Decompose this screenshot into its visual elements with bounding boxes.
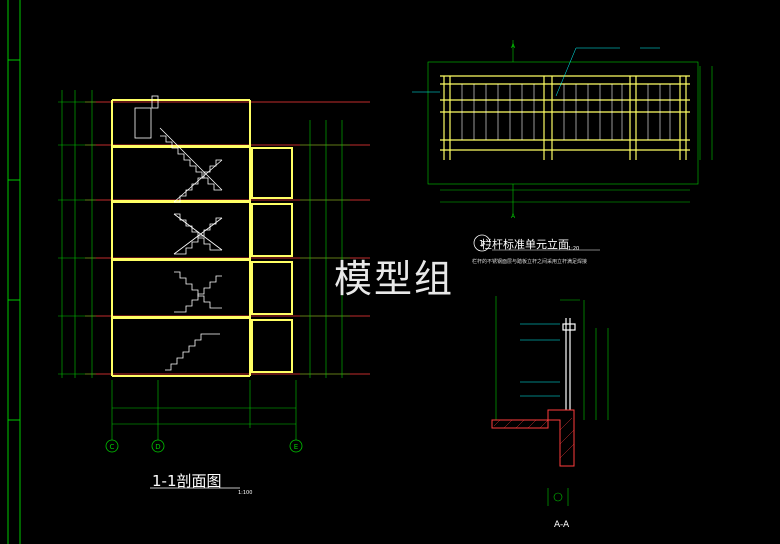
stair-flights — [159, 127, 223, 371]
section-1-1: C D E — [58, 90, 370, 489]
drawing-frame — [7, 0, 21, 544]
section-mark-bottom: A — [511, 213, 516, 220]
railing-title: 栏杆标准单元立面 — [481, 238, 569, 251]
railing-elevation: A A — [412, 40, 713, 220]
axis-bubbles — [105, 439, 303, 453]
cut-label: A-A — [554, 520, 570, 530]
axis-label-d: D — [155, 443, 160, 451]
dimension-right — [300, 120, 350, 378]
stair-slab — [491, 409, 575, 467]
watermark: 模型组 — [334, 257, 455, 301]
section-title: 1-1剖面图 — [152, 472, 222, 490]
detail-number: 1 — [479, 239, 484, 248]
detail-bubble — [473, 234, 491, 252]
dimension-left — [58, 90, 96, 378]
roof — [134, 95, 159, 139]
axis-label-e: E — [294, 443, 298, 451]
detail-a-a — [491, 296, 609, 506]
dimension-bottom — [111, 380, 297, 440]
railing-scale: 1:20 — [568, 246, 580, 252]
section-scale: 1:100 — [238, 490, 253, 496]
railing-note: 栏杆的不锈钢面层与踏板立杆之间采用立杆满足焊接 — [472, 259, 588, 265]
floor-lines — [85, 101, 370, 375]
section-mark-top: A — [511, 43, 516, 50]
axis-label-c: C — [110, 443, 115, 451]
slabs — [112, 145, 250, 319]
